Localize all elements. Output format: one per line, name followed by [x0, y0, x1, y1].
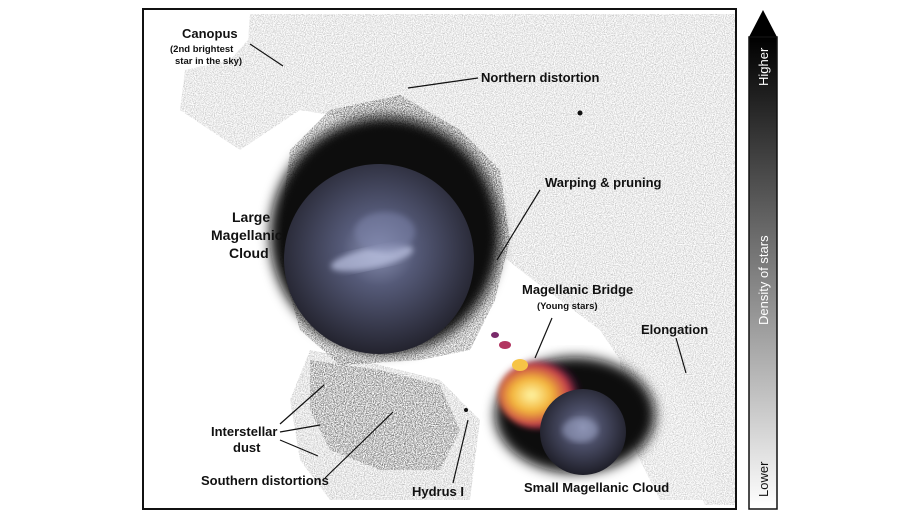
hydrus-dot: [464, 408, 468, 412]
colorbar-title: Density of stars: [756, 235, 771, 325]
map-frame: [142, 8, 737, 510]
label-interstellar-dust-2: dust: [233, 440, 261, 455]
label-lmc-line-1: Large: [232, 209, 270, 225]
label-canopus-note-2: star in the sky): [175, 56, 242, 67]
colorbar-higher: Higher: [756, 47, 771, 86]
leader-lines: [249, 43, 687, 484]
label-hydrus-i: Hydrus I: [412, 484, 464, 499]
label-canopus-note-1: (2nd brightest: [170, 44, 234, 55]
label-lmc-line-3: Cloud: [229, 245, 269, 261]
map-panel: [143, 9, 736, 509]
label-magellanic-bridge: Magellanic Bridge: [522, 282, 633, 297]
large-magellanic-cloud-image: [284, 164, 474, 354]
label-southern-distortions: Southern distortions: [201, 473, 329, 488]
label-warping-pruning: Warping & pruning: [545, 175, 662, 190]
label-smc: Small Magellanic Cloud: [524, 480, 669, 495]
colorbar-lower: Lower: [756, 461, 771, 497]
label-lmc-line-2: Magellanic: [211, 227, 283, 243]
star-dot: [577, 110, 583, 116]
small-magellanic-cloud-image: [540, 389, 626, 475]
label-canopus: Canopus: [182, 26, 238, 41]
label-interstellar-dust-1: Interstellar: [211, 424, 277, 439]
label-northern-distortion: Northern distortion: [481, 70, 599, 85]
density-colorbar: Higher Density of stars Lower: [748, 10, 778, 510]
label-elongation: Elongation: [641, 322, 708, 337]
label-young-stars: (Young stars): [537, 301, 598, 312]
